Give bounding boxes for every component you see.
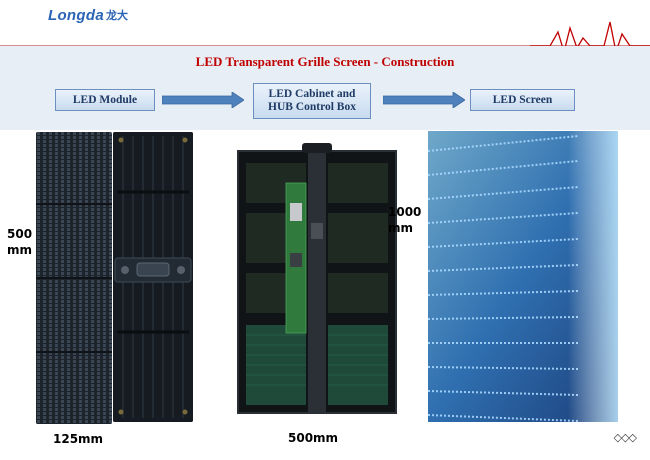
flow-step-cabinet-line2: HUB Control Box xyxy=(268,101,356,113)
led-screen-photo xyxy=(428,131,618,422)
module-height-unit: mm xyxy=(7,243,33,257)
slide-title: LED Transparent Grille Screen - Construc… xyxy=(195,54,455,69)
heartbeat-line-icon xyxy=(530,21,650,55)
module-width-label: 125mm xyxy=(53,432,104,446)
led-module-back-photo xyxy=(113,132,193,422)
flow-arrow-icon xyxy=(162,92,244,108)
led-cabinet-photo xyxy=(232,143,402,420)
led-module-front-photo xyxy=(36,132,112,424)
diamonds-nav-icon[interactable]: ◇◇◇ xyxy=(613,431,637,444)
module-height-label: 500 mm xyxy=(7,226,43,258)
logo-text: Longda xyxy=(48,6,104,24)
brand-logo: Longda 龙大 xyxy=(48,6,128,24)
cabinet-height-value: 1000 xyxy=(388,205,422,219)
cabinet-height-unit: mm xyxy=(388,221,414,235)
flow-step-cabinet: LED Cabinet and HUB Control Box xyxy=(253,83,371,119)
module-height-value: 500 xyxy=(7,227,33,241)
flow-step-cabinet-line1: LED Cabinet and xyxy=(268,88,356,100)
logo-cjk-text: 龙大 xyxy=(105,9,128,22)
header-divider xyxy=(0,45,650,46)
flow-step-led-screen: LED Screen xyxy=(470,89,575,111)
slide-header: Longda 龙大 xyxy=(0,0,650,55)
cabinet-height-label: 1000 mm xyxy=(388,204,428,236)
flow-step-led-module: LED Module xyxy=(55,89,155,111)
flow-arrow-icon xyxy=(383,92,465,108)
cabinet-width-label: 500mm xyxy=(288,431,339,445)
